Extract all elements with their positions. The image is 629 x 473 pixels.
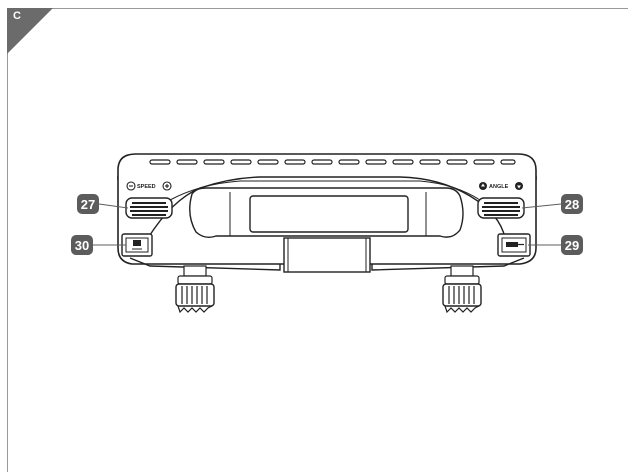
center-window [249,195,409,233]
right-skirt [371,257,525,271]
leader-27 [98,203,129,209]
vent-slots [149,159,516,165]
leader-28 [521,203,562,209]
callout-28: 28 [561,194,583,214]
center-stand [283,237,371,273]
right-port [497,233,531,257]
callout-30: 30 [71,235,93,255]
left-port [121,233,153,257]
panel-letter: C [13,10,21,22]
right-foot [442,265,482,314]
figure-frame [7,8,628,472]
angle-label: ANGLE [489,184,509,190]
left-skirt [129,257,281,271]
panel-corner-tab [7,8,53,54]
callout-29: 29 [561,235,583,255]
left-foot [175,265,215,314]
speed-label: SPEED [137,184,156,190]
speed-dial [125,197,173,219]
angle-dial [477,197,525,219]
callout-27: 27 [77,194,99,214]
